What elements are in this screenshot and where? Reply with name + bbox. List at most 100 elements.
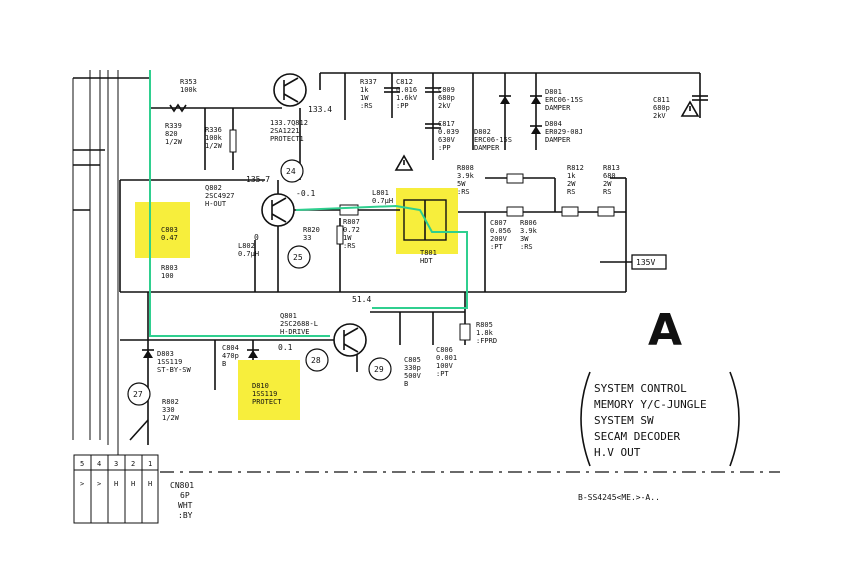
- test-point-27: 27: [133, 390, 143, 399]
- rail-voltage-tag: 135V: [631, 254, 667, 270]
- label-r807-1: 0.72: [343, 226, 360, 234]
- label-r808-3: :RS: [457, 188, 470, 196]
- system-block-3: SECAM DECODER: [594, 430, 680, 443]
- label-c812-2: 1.6kV: [396, 94, 418, 102]
- label-d804-0: D804: [545, 120, 562, 128]
- transistor-q801[interactable]: [333, 323, 367, 357]
- voltage-q802_v-0: 135.7: [246, 175, 270, 184]
- label-r337-2: 1W: [360, 94, 369, 102]
- label-c812-0: C812: [396, 78, 413, 86]
- voltage-q802_v-1: -0.1: [296, 189, 315, 198]
- label-r802-0: R802: [162, 398, 179, 406]
- label-r807-0: R807: [343, 218, 360, 226]
- transistor-q802[interactable]: [261, 193, 295, 227]
- board-letter: A: [648, 305, 682, 356]
- label-r339-2: 1/2W: [165, 138, 183, 146]
- label-r813-1: 680: [603, 172, 616, 180]
- label-c811-2: 2kV: [653, 112, 666, 120]
- label-q812-1: 2SA1221: [270, 127, 300, 135]
- label-c807-2: 200V: [490, 235, 508, 243]
- label-c809-1: 680p: [438, 94, 455, 102]
- label-q812-2: PROTECT1: [270, 135, 304, 143]
- label-c817-2: 630V: [438, 136, 456, 144]
- label-r812-1: 1k: [567, 172, 576, 180]
- label-q801-1: 2SC2688-L: [280, 320, 318, 328]
- highlight-d810[interactable]: [238, 360, 300, 420]
- label-r805-1: 1.8k: [476, 329, 494, 337]
- test-point-24: 24: [286, 167, 296, 176]
- label-q802-2: H-OUT: [205, 200, 227, 208]
- warning-icon: [394, 100, 700, 171]
- label-r339-0: R339: [165, 122, 182, 130]
- label-r820-0: R820: [303, 226, 320, 234]
- label-d802-1: ERC06-15S: [474, 136, 512, 144]
- system-block-4: H.V OUT: [594, 446, 641, 459]
- label-c806-3: :PT: [436, 370, 449, 378]
- label-c805-3: B: [404, 380, 408, 388]
- system-blocks: SYSTEM CONTROL MEMORY Y/C-JUNGLE SYSTEM …: [580, 371, 740, 467]
- label-q802-0: Q802: [205, 184, 222, 192]
- pin-signal-1: H: [148, 480, 152, 488]
- label-c804-2: B: [222, 360, 226, 368]
- label-c812-1: 0.016: [396, 86, 417, 94]
- label-r813-2: 2W: [603, 180, 612, 188]
- label-c807-3: :PT: [490, 243, 503, 251]
- label-r813-3: RS: [603, 188, 611, 196]
- label-r337-3: :RS: [360, 102, 373, 110]
- label-r812-3: RS: [567, 188, 575, 196]
- label-c804-0: C804: [222, 344, 239, 352]
- test-points: 24 25 28 29 27: [127, 159, 392, 406]
- label-d802-0: D802: [474, 128, 491, 136]
- label-c809-0: C809: [438, 86, 455, 94]
- connector-cn801[interactable]: 5 4 3 2 1 > > H H H CN801 6P WHT :BY: [73, 454, 194, 524]
- connector-pin-1: 1: [148, 460, 152, 468]
- test-point-25: 25: [293, 253, 303, 262]
- connector-pin-4: 4: [97, 460, 101, 468]
- label-d802-2: DAMPER: [474, 144, 500, 152]
- label-l802-0: L802: [238, 242, 255, 250]
- svg-text:135V: 135V: [636, 258, 655, 267]
- label-c805-2: 500V: [404, 372, 422, 380]
- voltage-q801_v-1: 0.1: [278, 343, 293, 352]
- label-d803-2: ST-BY-SW: [157, 366, 192, 374]
- system-block-0: SYSTEM CONTROL: [594, 382, 687, 395]
- label-r337-1: 1k: [360, 86, 369, 94]
- connector-pins-count: 6P: [180, 491, 190, 500]
- label-l801-0: L801: [372, 189, 389, 197]
- label-q801-2: H-DRIVE: [280, 328, 310, 336]
- drawing-reference: B-SS4245<ME.>-A..: [578, 493, 660, 502]
- system-block-1: MEMORY Y/C-JUNGLE: [594, 398, 707, 411]
- voltage-q812_v-0: 133.4: [308, 105, 332, 114]
- label-d810-0: D810: [252, 382, 269, 390]
- highlight-c803[interactable]: [135, 202, 190, 258]
- label-r813-0: R813: [603, 164, 620, 172]
- label-r807-3: :RS: [343, 242, 356, 250]
- label-r808-0: R808: [457, 164, 474, 172]
- label-r806-2: 3W: [520, 235, 529, 243]
- label-c804-1: 470p: [222, 352, 239, 360]
- label-r803-1: 100: [161, 272, 174, 280]
- pin-signal-2: H: [131, 480, 135, 488]
- pin-signal-3: H: [114, 480, 118, 488]
- label-c806-1: 0.001: [436, 354, 457, 362]
- pin-signal-4: >: [97, 480, 101, 488]
- label-q802-1: 2SC4927: [205, 192, 235, 200]
- label-l801-1: 0.7µH: [372, 197, 393, 205]
- label-c803-1: 0.47: [161, 234, 178, 242]
- label-c806-2: 100V: [436, 362, 454, 370]
- label-r339-1: 820: [165, 130, 178, 138]
- label-d810-2: PROTECT: [252, 398, 282, 406]
- label-c807-1: 0.056: [490, 227, 511, 235]
- transistor-q812[interactable]: [273, 73, 307, 107]
- label-d804-2: DAMPER: [545, 136, 571, 144]
- label-d801-2: DAMPER: [545, 104, 571, 112]
- label-r336-2: 1/2W: [205, 142, 223, 150]
- label-d810-1: 1SS119: [252, 390, 277, 398]
- label-c812-3: :PP: [396, 102, 409, 110]
- label-d801-1: ERC06-15S: [545, 96, 583, 104]
- label-c817-1: 0.039: [438, 128, 459, 136]
- connector-pin-2: 2: [131, 460, 135, 468]
- label-d801-0: D801: [545, 88, 562, 96]
- system-block-2: SYSTEM SW: [594, 414, 654, 427]
- connector-pin-5: 5: [80, 460, 84, 468]
